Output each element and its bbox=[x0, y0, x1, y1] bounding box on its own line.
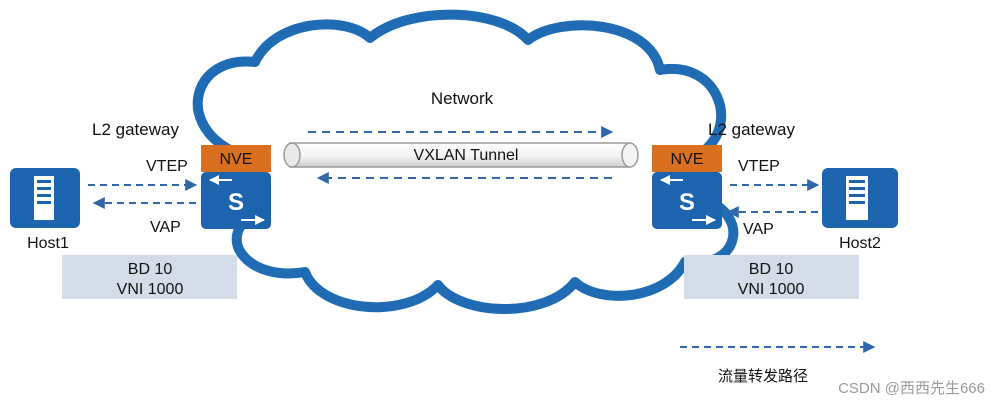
host2-label: Host2 bbox=[839, 235, 881, 252]
right-vni-label: VNI 1000 bbox=[738, 281, 805, 298]
right-vtep-label: VTEP bbox=[738, 158, 780, 175]
host1-label: Host1 bbox=[27, 235, 69, 252]
watermark: CSDN @西西先生666 bbox=[838, 380, 985, 397]
left-nve-box bbox=[201, 145, 271, 172]
left-nve-label: NVE bbox=[220, 151, 253, 168]
left-switch-icon: S bbox=[201, 172, 271, 229]
right-bd-box bbox=[684, 255, 859, 299]
host1-server-icon bbox=[10, 168, 80, 228]
host2-server-icon bbox=[822, 168, 898, 228]
left-gateway-label: L2 gateway bbox=[92, 120, 179, 139]
right-nve-label: NVE bbox=[671, 151, 704, 168]
right-bd-label: BD 10 bbox=[749, 261, 794, 278]
left-vap-label: VAP bbox=[150, 219, 181, 236]
tunnel-label: VXLAN Tunnel bbox=[414, 147, 519, 164]
left-vtep-label: VTEP bbox=[146, 158, 188, 175]
left-bd-label: BD 10 bbox=[128, 261, 173, 278]
right-switch-glyph: S bbox=[679, 189, 695, 216]
vxlan-tunnel bbox=[283, 142, 639, 168]
legend-label: 流量转发路径 bbox=[718, 368, 808, 385]
right-nve-box bbox=[652, 145, 722, 172]
right-vap-label: VAP bbox=[743, 221, 774, 238]
left-bd-box bbox=[62, 255, 237, 299]
left-switch-glyph: S bbox=[228, 189, 244, 216]
cloud-label: Network bbox=[431, 89, 494, 108]
right-switch-icon: S bbox=[652, 172, 722, 229]
right-gateway-label: L2 gateway bbox=[708, 120, 795, 139]
left-vni-label: VNI 1000 bbox=[117, 281, 184, 298]
